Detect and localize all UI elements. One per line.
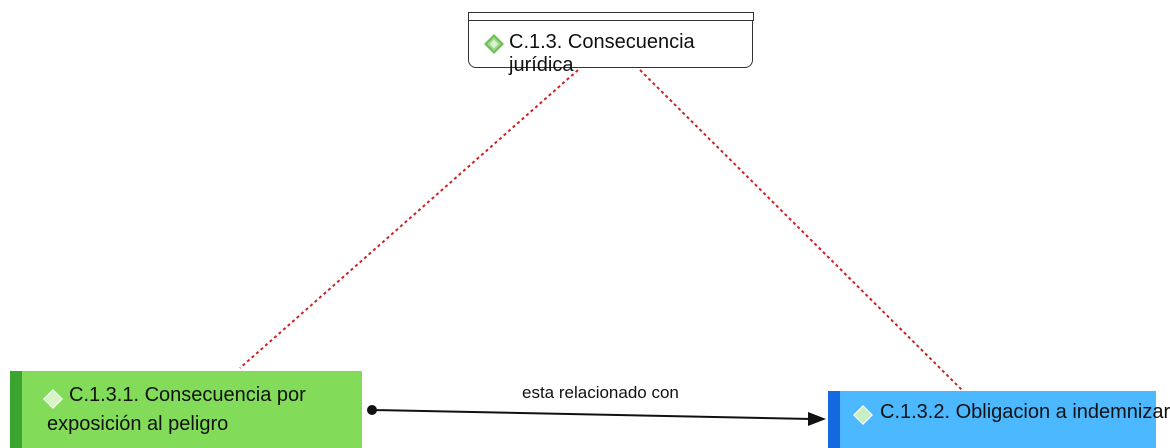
node-label: C.1.3.1. Consecuencia por exposición al … [47,381,306,439]
node-label-line-1: C.1.3.1. Consecuencia por [69,384,306,406]
relation-arrow-head [808,412,826,426]
relation-label-text: esta relacionado con [522,383,679,402]
node-obligacion-indemnizar[interactable]: C.1.3.2. Obligacion a indemnizar [828,391,1170,448]
node-label: C.1.3. Consecuencia jurídica [509,31,695,76]
green-diamond-icon [853,405,873,425]
node-consecuencia-exposicion[interactable]: C.1.3.1. Consecuencia por exposición al … [10,371,362,448]
dashed-link-root-right [639,69,963,391]
dashed-link-root-left [239,69,579,369]
node-header-bar [467,11,754,21]
node-label-line-2: exposición al peligro [47,413,229,435]
green-diamond-icon [43,389,63,409]
node-label: C.1.3.2. Obligacion a indemnizar [880,401,1170,423]
node-consecuencia-juridica[interactable]: C.1.3. Consecuencia jurídica [467,11,754,76]
relation-arrow-line[interactable] [371,409,813,420]
relation-arrow-start-dot [367,405,377,415]
